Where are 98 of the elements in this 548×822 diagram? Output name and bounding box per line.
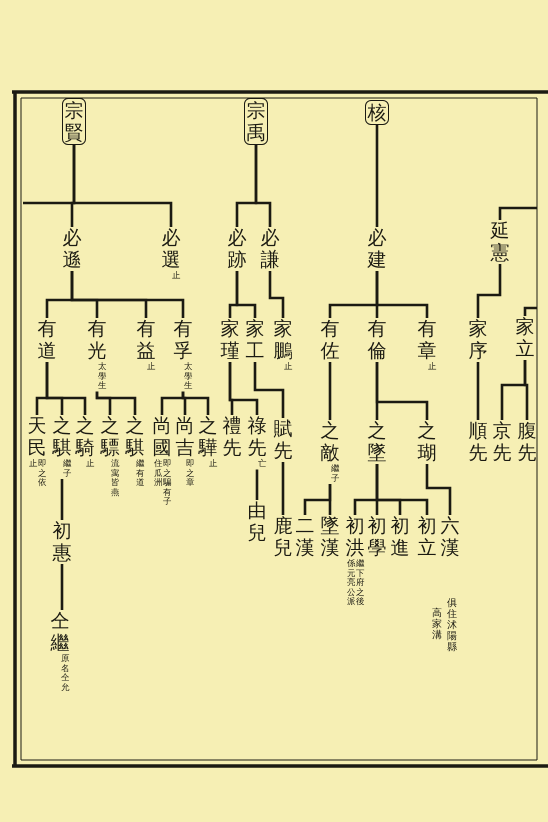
annotation: 即之依 <box>38 460 47 488</box>
person-name: 有益 <box>136 318 156 362</box>
lineage-line <box>476 264 502 318</box>
person-name: 初洪 <box>345 515 365 559</box>
person-name: 家瑾 <box>220 318 240 362</box>
person-name: 之敵 <box>320 420 340 464</box>
lineage-line <box>256 470 258 500</box>
name-box: 宗禹 <box>244 98 268 145</box>
lineage-line <box>46 362 86 415</box>
lineage-line <box>228 362 258 415</box>
lineage-line <box>498 206 537 220</box>
person-name: 必選 <box>161 227 181 271</box>
person-name: 延憲 <box>490 220 510 264</box>
person-name: 初學 <box>367 515 387 559</box>
annotation: 繼下府之後 <box>356 560 365 608</box>
person-name: 家工 <box>245 318 265 362</box>
lineage-line <box>70 271 184 318</box>
person-name: 有倫 <box>367 318 387 362</box>
lineage-line <box>426 464 452 515</box>
name-box: 核 <box>365 100 389 125</box>
annotation: 原名仝允 <box>61 655 70 693</box>
lineage-line <box>376 271 428 318</box>
lineage-line <box>328 362 332 420</box>
person-name: 初惠 <box>52 520 72 564</box>
person-name: 之瑚 <box>417 420 437 464</box>
person-name: 家序 <box>468 318 488 362</box>
annotation: 即之騙有子 <box>163 460 172 508</box>
lineage-line <box>476 362 480 420</box>
person-name: 六漢 <box>440 515 460 559</box>
person-name: 之騏 <box>125 415 145 459</box>
annotation: 止 <box>172 272 181 282</box>
annotation: 繼子 <box>63 460 72 479</box>
annotation: 住瓜洲 <box>154 460 163 490</box>
person-name: 初進 <box>390 515 410 559</box>
lineage-line <box>96 392 136 415</box>
lineage-line <box>254 145 272 227</box>
person-name: 賦先 <box>273 418 293 462</box>
person-name: 之騏 <box>52 415 72 459</box>
person-name: 順先 <box>468 420 488 464</box>
annotation: 即之章 <box>186 460 195 488</box>
annotation: 止 <box>428 363 437 372</box>
annotation: 係元亮公派 <box>347 560 356 608</box>
person-name: 祿先 <box>247 415 267 459</box>
person-name: 必跡 <box>227 227 247 271</box>
person-name: 有光 <box>87 318 107 362</box>
annotation: 止 <box>284 363 293 372</box>
annotation: 止 <box>86 460 95 470</box>
lineage-line <box>376 362 428 420</box>
lineage-line <box>60 564 64 610</box>
person-name: 有章 <box>417 318 437 362</box>
person-name: 禮先 <box>222 415 242 459</box>
annotation: 太學生 <box>184 363 193 392</box>
annotation: 止 <box>209 460 218 470</box>
person-name: 二漢 <box>295 515 315 559</box>
annotation: 太學生 <box>98 363 107 392</box>
lineage-line <box>254 362 284 418</box>
lineage-line <box>282 462 284 515</box>
annotation: 高家溝 <box>432 608 442 641</box>
person-name: 必遜 <box>62 227 82 271</box>
lineage-line <box>328 484 332 515</box>
name-box: 宗賢 <box>62 98 86 145</box>
person-name: 仝繼 <box>50 610 70 654</box>
person-name: 必謙 <box>260 227 280 271</box>
lineage-line <box>236 271 256 318</box>
lineage-line <box>72 145 172 227</box>
lineage-line <box>182 392 210 415</box>
person-name: 尚國 <box>152 415 172 459</box>
person-name: 鹿兒 <box>273 515 293 559</box>
person-name: 有佐 <box>320 318 340 362</box>
person-name: 之驊 <box>198 415 218 459</box>
annotation: 俱住沭陽縣 <box>447 598 457 653</box>
annotation: 繼子 <box>331 465 340 484</box>
person-name: 之騎 <box>75 415 95 459</box>
lineage-line <box>376 464 428 515</box>
person-name: 天民 <box>27 415 47 459</box>
person-name: 京先 <box>492 420 512 464</box>
person-name: 有孚 <box>173 318 193 362</box>
annotation: 繼有道 <box>136 460 145 488</box>
annotation: 流寓皆燕 <box>111 460 120 498</box>
lineage-line <box>376 125 378 227</box>
person-name: 由兒 <box>247 500 267 544</box>
annotation: 止 <box>147 363 156 372</box>
person-name: 尚吉 <box>175 415 195 459</box>
person-name: 家立 <box>515 316 535 360</box>
annotation: 止 <box>29 460 38 471</box>
person-name: 腹先 <box>517 420 537 464</box>
lineage-line <box>524 360 528 420</box>
person-name: 家鵬 <box>273 318 293 362</box>
person-name: 之墜 <box>367 420 387 464</box>
person-name: 有道 <box>37 318 57 362</box>
person-name: 之驃 <box>100 415 120 459</box>
lineage-line <box>524 306 537 316</box>
person-name: 必建 <box>367 227 387 271</box>
person-name: 墜漢 <box>320 515 340 559</box>
lineage-line <box>268 271 284 318</box>
annotation: 亡 <box>258 460 267 470</box>
lineage-line <box>60 479 64 520</box>
person-name: 初立 <box>417 515 437 559</box>
